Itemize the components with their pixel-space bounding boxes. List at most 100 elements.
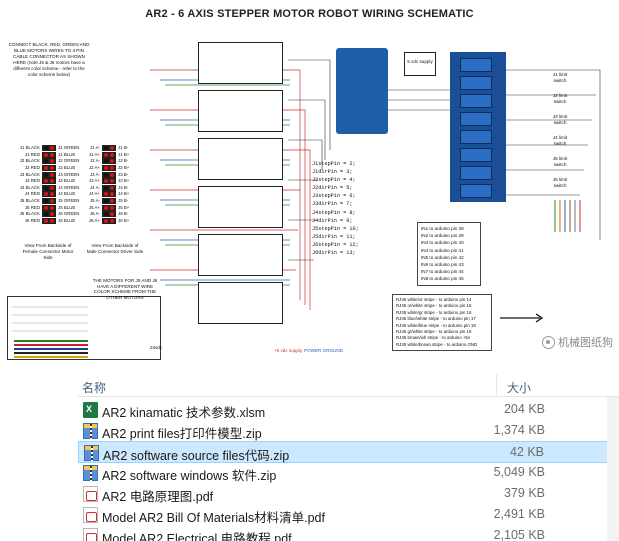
connector-pin-pair <box>42 171 56 178</box>
motor-color-note: THE MOTORS FOR J5 AND J6 HAVE A DIFFEREN… <box>92 278 158 300</box>
relay-input-line: IN4 to arduino pin 41 <box>421 247 464 253</box>
column-header-row: 名称 大小 <box>78 372 619 397</box>
pin-icon <box>50 159 54 164</box>
file-size: 2,491 KB <box>493 507 545 521</box>
pin-icon <box>44 159 48 164</box>
pin-icon <box>104 152 108 157</box>
female-connector-pin-label: J6 GREEN <box>58 211 80 217</box>
female-connector-pin-label: J5 GREEN <box>58 197 80 203</box>
female-connector-pin-label: J4 GREEN <box>58 184 80 190</box>
relay-module <box>460 166 492 180</box>
female-connector-pin-label: J3 GREEN <box>58 171 80 177</box>
relay-module <box>460 184 492 198</box>
column-header-name[interactable]: 名称 <box>82 381 107 395</box>
female-connector-pin-label: J6 RED <box>24 217 40 223</box>
pdf-icon <box>83 486 98 502</box>
arduino-pin-map: J1stepPin = 2;J1dirPin = 3;J2stepPin = 4… <box>312 160 400 257</box>
wiring-instructions: CONNECT BLACK, RED, GREEN AND BLUE MOTOR… <box>8 42 90 77</box>
male-connector-pin-label: J4 A+ <box>88 191 100 197</box>
relay-module <box>460 130 492 144</box>
watermark: 机械图纸狗 <box>542 334 613 350</box>
limit-switch-label: J3 limit switch <box>552 114 568 125</box>
male-connector-pin-label: J2 B+ <box>118 164 130 170</box>
relay-input-line: IN7 to arduino pin 44 <box>421 269 464 275</box>
pin-icon <box>110 185 114 190</box>
pin-icon <box>110 172 114 177</box>
file-name: Model AR2 Electrical 电路教程.pdf <box>102 532 292 541</box>
pin-icon <box>104 172 108 177</box>
connector-pin-pair <box>102 198 116 205</box>
file-row[interactable]: Model AR2 Electrical 电路教程.pdf 2,105 KB <box>78 525 619 541</box>
wiring-schematic-image: AR2 - 6 AXIS STEPPER MOTOR ROBOT WIRING … <box>6 8 613 360</box>
connector-pin-pair <box>102 217 116 224</box>
zip-icon <box>84 445 99 461</box>
connector-pin-pair <box>102 211 116 218</box>
male-connector-pin-label: J1 A- <box>89 145 100 151</box>
rj45-pin-line: RJ45 brown/wh stripe - to arduino +5v <box>396 335 471 341</box>
female-connector-pin-label: J5 RED <box>24 204 40 210</box>
file-list-view: 名称 大小 AR2 kinamatic 技术参数.xlsm 204 KB AR2 p… <box>78 372 619 541</box>
connector-pin-pair <box>102 191 116 198</box>
rj45-pin-line: RJ45 blue/white stripe - to arduino pin … <box>396 316 476 322</box>
column-divider[interactable] <box>496 374 497 395</box>
column-header-size[interactable]: 大小 <box>507 381 532 395</box>
rj45-pin-map: RJ45 white/or stripe - to arduino pin 14… <box>392 294 492 352</box>
file-name: AR2 kinamatic 技术参数.xlsm <box>102 406 266 420</box>
male-connector-pin-label: J4 A- <box>89 184 100 190</box>
pin-icon <box>44 212 48 217</box>
pin-map-line: J5dirPin = 11; <box>312 233 356 240</box>
stepper-driver-j5 <box>198 234 283 276</box>
pin-icon <box>104 218 108 223</box>
male-connector-row: J3 A- J3 B- <box>78 171 138 178</box>
pin-icon <box>50 218 54 223</box>
male-connector-pin-label: J5 B- <box>118 197 129 203</box>
male-connector-row: J1 A+J1 B+ <box>78 152 138 159</box>
file-size: 204 KB <box>503 402 545 416</box>
stepper-driver-j2 <box>198 90 283 132</box>
rj45-pin-line: RJ45 white/brown stripe - to arduino GND <box>396 341 478 347</box>
relay-input-line: IN2 to arduino pin 39 <box>421 233 464 239</box>
male-connector-row: J1 A-J1 B- <box>78 145 138 152</box>
relay-module <box>460 76 492 90</box>
relay-input-line: IN8 to arduino pin 45 <box>421 276 464 282</box>
connector-pin-pair <box>102 165 116 172</box>
pin-icon <box>44 152 48 157</box>
supply-box: 5 vdc supply <box>404 52 436 76</box>
pdf-icon <box>83 528 98 541</box>
pin-icon <box>110 159 114 164</box>
pdf-icon <box>83 507 98 523</box>
pin-icon <box>50 179 54 184</box>
connector-pin-pair <box>42 198 56 205</box>
watermark-logo-icon <box>542 335 555 349</box>
pin-map-line: J3dirPin = 7; <box>312 201 353 208</box>
file-size: 2,105 KB <box>493 528 545 541</box>
pin-icon <box>50 205 54 210</box>
limit-switch-label: J1 limit switch <box>552 72 568 83</box>
power-label-ground: POWER GROUND <box>304 348 344 353</box>
male-connector-pin-label: J3 B- <box>118 171 129 177</box>
male-connector-pin-label: J3 A- <box>89 171 100 177</box>
pin-icon <box>50 152 54 157</box>
pin-icon <box>104 159 108 164</box>
connector-pin-pair <box>42 184 56 191</box>
vertical-scrollbar[interactable] <box>607 397 619 541</box>
pin-icon <box>44 172 48 177</box>
limit-switch-label: J2 limit switch <box>552 93 568 104</box>
male-connector-pin-label: J5 A+ <box>88 204 100 210</box>
pin-icon <box>110 205 114 210</box>
pin-map-line: J2dirPin = 5; <box>312 185 353 192</box>
pin-icon <box>50 185 54 190</box>
file-row[interactable]: AR2 kinamatic 技术参数.xlsm 204 KB <box>78 399 619 421</box>
